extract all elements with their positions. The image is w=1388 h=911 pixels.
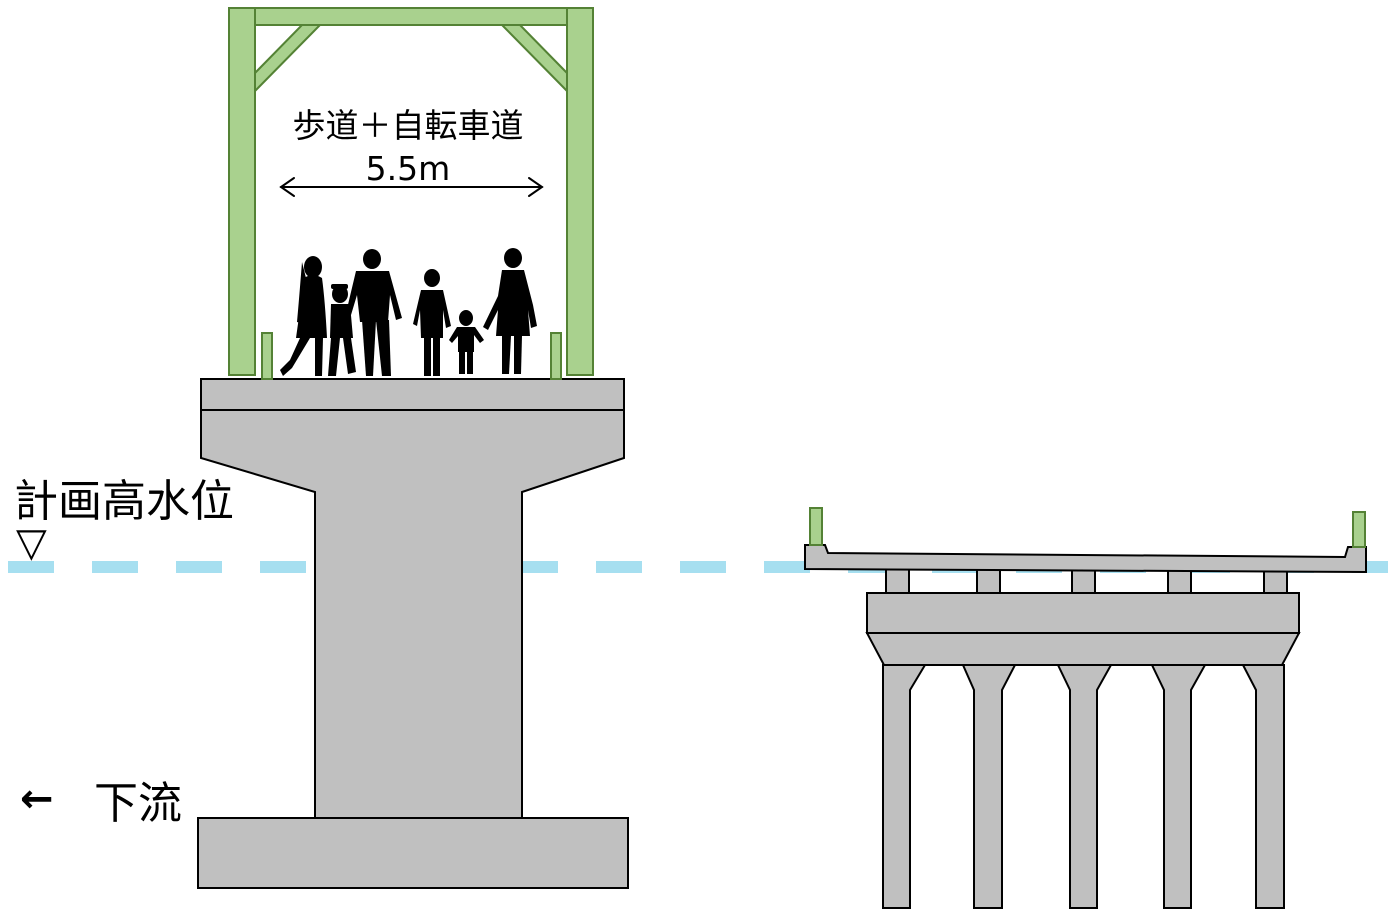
column (1056, 664, 1113, 909)
frame-right-brace (499, 24, 568, 94)
person-silhouette (280, 256, 327, 376)
handrail-post-right (550, 332, 562, 380)
girder (976, 568, 1001, 594)
flow-arrow-icon: ← (20, 776, 54, 822)
girder (885, 568, 910, 594)
steel-frame (228, 7, 594, 380)
width-value-label: 5.5m (366, 149, 451, 188)
handrail-post-right (1352, 511, 1366, 548)
frame-right-post (566, 7, 594, 376)
column (961, 664, 1017, 909)
person-silhouette (483, 248, 537, 374)
pier-column (200, 409, 625, 821)
width-dimension-arrow (279, 177, 544, 197)
pedestrian-silhouettes (280, 248, 537, 376)
person-silhouette (449, 310, 484, 374)
person-silhouette (413, 269, 451, 376)
person-silhouette (328, 284, 356, 376)
deck-slab (804, 544, 1367, 574)
footing (197, 817, 629, 889)
pier-cap (866, 592, 1300, 634)
handrail-post-left (261, 332, 273, 380)
right-bridge (804, 507, 1367, 909)
column (1150, 664, 1207, 909)
flow-direction-label: 下流 (94, 778, 182, 829)
frame-top-beam (254, 7, 568, 26)
pier-cap-haunch (865, 632, 1301, 666)
girder (1071, 568, 1096, 594)
frame-left-post (228, 7, 256, 376)
frame-left-brace (254, 24, 323, 94)
person-silhouette (346, 249, 402, 376)
handrail-post-left (809, 507, 823, 546)
left-pier (197, 378, 629, 889)
water-level-label: 計画高水位 (14, 476, 234, 527)
column (1241, 664, 1285, 909)
water-level-symbol: ▽ (16, 520, 47, 566)
girder (1263, 568, 1288, 594)
girder (1167, 568, 1192, 594)
deck-slab (200, 378, 625, 411)
path-name-label: 歩道＋自転車道 (293, 106, 524, 145)
column (882, 664, 927, 909)
